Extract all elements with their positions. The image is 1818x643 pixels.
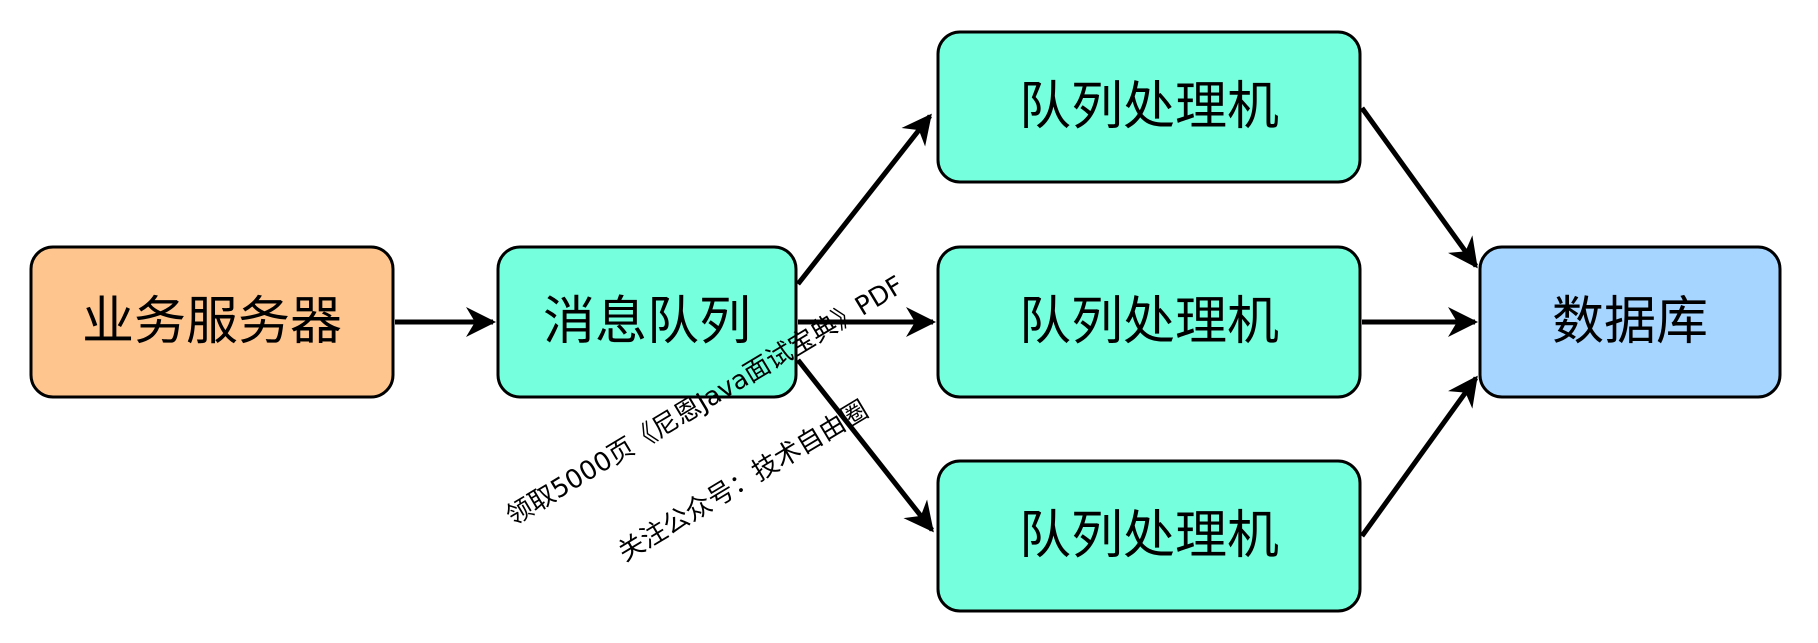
processor-bottom-box (936, 459, 1362, 613)
processor-middle-box (936, 245, 1362, 399)
message-queue-label: 消息队列 (543, 292, 751, 352)
node-business-server: 业务服务器 (29, 245, 395, 399)
processor-top-box (936, 30, 1362, 184)
edge-processor-bottom-to-database (1359, 375, 1479, 538)
processor-bottom-label: 队列处理机 (1019, 506, 1279, 566)
edge-queue-to-processor-bottom (796, 358, 934, 533)
message-queue-box (496, 245, 798, 399)
node-message-queue: 消息队列 (496, 245, 798, 399)
database-box (1478, 245, 1782, 399)
edges (395, 106, 1479, 538)
processor-middle-label: 队列处理机 (1019, 292, 1279, 352)
node-processor-top: 队列处理机 (936, 30, 1362, 184)
database-label: 数据库 (1552, 292, 1708, 352)
business-server-box (29, 245, 395, 399)
processor-top-label: 队列处理机 (1019, 77, 1279, 137)
edge-processor-top-to-database (1359, 106, 1479, 269)
node-processor-middle: 队列处理机 (936, 245, 1362, 399)
node-database: 数据库 (1478, 245, 1782, 399)
business-server-label: 业务服务器 (82, 292, 342, 352)
node-processor-bottom: 队列处理机 (936, 459, 1362, 613)
edge-queue-to-processor-top (796, 113, 932, 286)
